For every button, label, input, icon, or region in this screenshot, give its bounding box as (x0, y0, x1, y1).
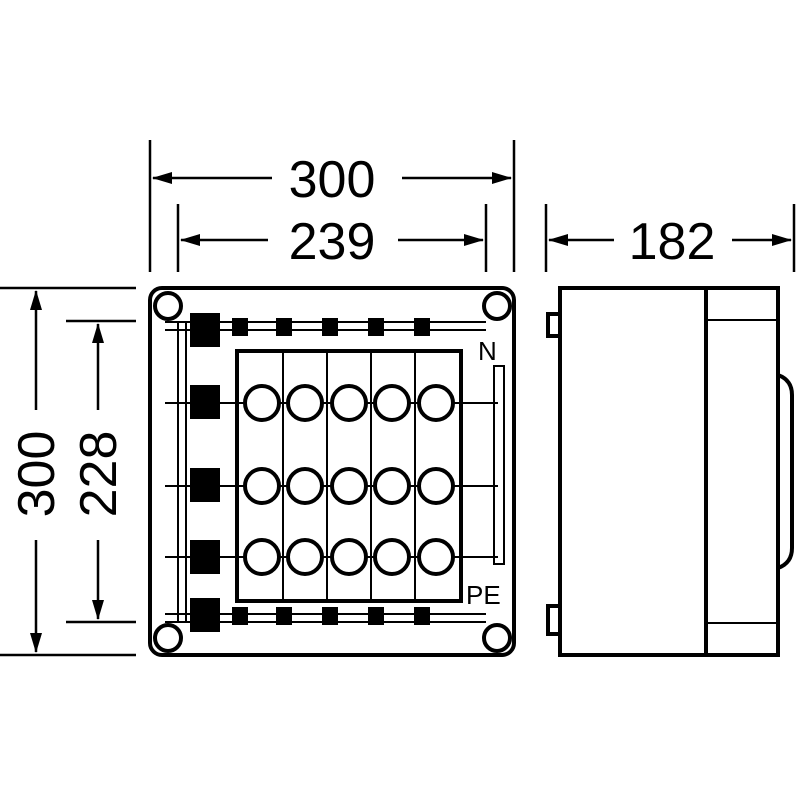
side-outline (558, 286, 780, 657)
label-neutral: N (478, 336, 497, 366)
dim-front-inner-height: 228 (66, 319, 136, 624)
dim-side-depth: 182 (544, 204, 796, 272)
knockout (243, 467, 281, 505)
terminal-block (368, 318, 384, 336)
terminal-block (232, 318, 248, 336)
dim-value-300-top: 300 (289, 151, 376, 209)
corner-screw-hole (153, 623, 183, 653)
terminal-block (414, 607, 430, 625)
lid-bulge (777, 373, 794, 570)
knockout (417, 384, 455, 422)
corner-screw-hole (482, 623, 512, 653)
side-view (546, 286, 794, 657)
terminal-block (368, 607, 384, 625)
knockout (373, 467, 411, 505)
mounting-lug-bottom (546, 604, 562, 636)
dim-value-182: 182 (629, 213, 716, 271)
terminal-block (322, 607, 338, 625)
dim-front-inner-width: 239 (176, 204, 488, 272)
knockout (373, 384, 411, 422)
knockout (286, 538, 324, 576)
terminal-block (190, 598, 220, 632)
terminal-block (322, 318, 338, 336)
terminal-block (232, 607, 248, 625)
knockout (330, 384, 368, 422)
knockout (417, 538, 455, 576)
knockout (330, 467, 368, 505)
front-view: N PE (148, 286, 516, 657)
terminal-block (276, 607, 292, 625)
neutral-pe-bar (493, 365, 505, 565)
terminal-block (414, 318, 430, 336)
dim-value-300-left: 300 (8, 431, 66, 518)
knockout (417, 467, 455, 505)
knockout (286, 384, 324, 422)
dim-value-239: 239 (289, 213, 376, 271)
dim-front-overall-width: 300 (148, 140, 516, 272)
label-protective-earth: PE (466, 580, 501, 610)
corner-screw-hole (482, 291, 512, 321)
knockout (286, 467, 324, 505)
dim-front-overall-height: 300 (0, 286, 136, 657)
terminal-block (276, 318, 292, 336)
knockout (330, 538, 368, 576)
knockout (243, 538, 281, 576)
knockout (373, 538, 411, 576)
dim-value-228: 228 (70, 431, 128, 518)
mounting-lug-top (546, 312, 562, 338)
corner-screw-hole (153, 291, 183, 321)
cover-plate (235, 349, 463, 603)
enclosure-outline (148, 286, 516, 657)
terminal-block (190, 313, 220, 347)
knockout (243, 384, 281, 422)
